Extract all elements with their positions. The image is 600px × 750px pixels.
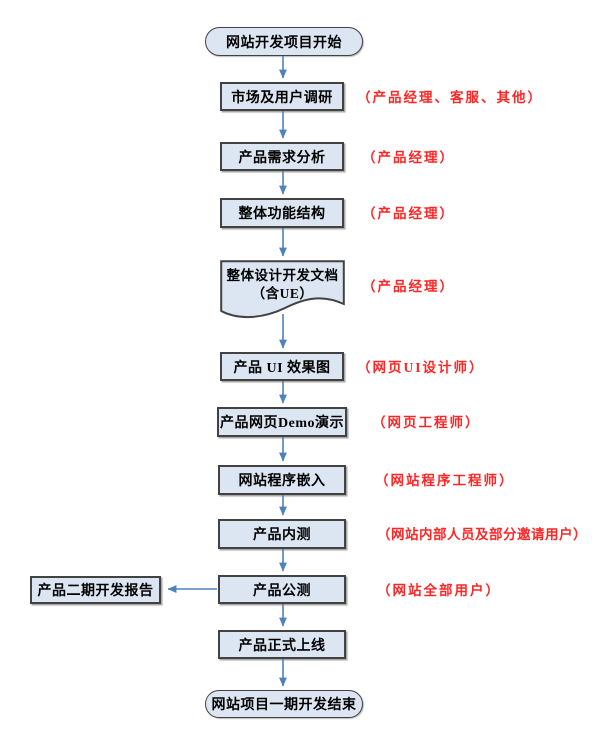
start-terminator-label: 网站开发项目开始 <box>226 35 342 51</box>
step-label: 产品内测 <box>253 528 311 543</box>
step-label: 网站程序嵌入 <box>238 474 326 489</box>
end-terminator-label: 网站项目一期开发结束 <box>211 698 357 713</box>
step-label: 产品正式上线 <box>238 638 326 654</box>
step-product-public-test: 产品公测 <box>218 575 346 604</box>
step-overall-function-structure: 整体功能结构 <box>220 198 344 228</box>
step-website-program-integration: 网站程序嵌入 <box>218 465 346 495</box>
step-product-ui-mockup: 产品 UI 效果图 <box>220 352 344 381</box>
note-ui-mockup: （网页UI设计师） <box>357 360 485 375</box>
step-product-web-demo: 产品网页Demo演示 <box>217 407 347 437</box>
note-market-user-research: （产品经理、客服、其他） <box>357 90 543 105</box>
step-label: 产品网页Demo演示 <box>220 416 344 431</box>
branch-label: 产品二期开发报告 <box>37 584 154 599</box>
step-market-user-research: 市场及用户调研 <box>220 82 344 111</box>
note-design-document: （产品经理） <box>362 279 455 294</box>
doc-label-line2: （含UE） <box>251 286 314 301</box>
start-terminator: 网站开发项目开始 <box>205 27 363 56</box>
note-requirement-analysis: （产品经理） <box>362 150 455 165</box>
end-terminator: 网站项目一期开发结束 <box>205 690 363 718</box>
note-internal-test: （网站内部人员及部分邀请用户） <box>377 527 587 542</box>
step-label: 市场及用户调研 <box>231 90 333 106</box>
step-label: 产品公测 <box>253 583 311 599</box>
step-label: 产品 UI 效果图 <box>233 360 331 376</box>
step-product-internal-test: 产品内测 <box>218 519 346 549</box>
note-program-integration: （网站程序工程师） <box>375 473 515 488</box>
doc-label-line1: 整体设计开发文档 <box>226 268 339 283</box>
step-product-official-launch: 产品正式上线 <box>218 630 346 659</box>
document-shape <box>220 260 345 319</box>
step-label: 整体功能结构 <box>238 207 326 222</box>
note-public-test: （网站全部用户） <box>377 583 501 598</box>
branch-phase2-development-report: 产品二期开发报告 <box>30 576 161 604</box>
step-label: 产品需求分析 <box>238 150 326 166</box>
doc-overall-design-document: 整体设计开发文档 （含UE） <box>220 260 345 322</box>
note-web-demo: （网页工程师） <box>372 415 481 430</box>
step-product-requirement-analysis: 产品需求分析 <box>220 142 344 171</box>
note-function-structure: （产品经理） <box>362 206 455 221</box>
